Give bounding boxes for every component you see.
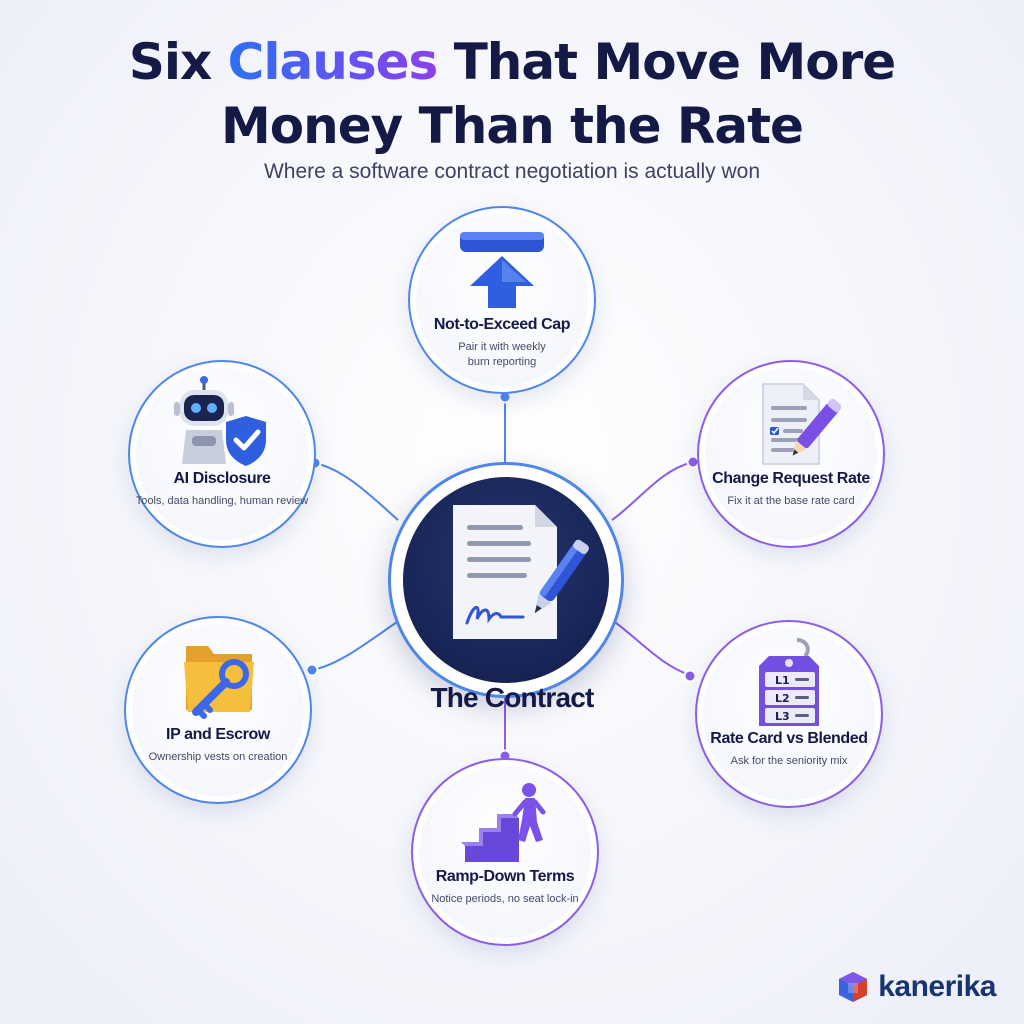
clause-description: Fix it at the base rate card	[727, 495, 855, 507]
signed-contract-with-pen-icon	[453, 505, 589, 639]
page-title: Six Clauses That Move More Money Than th…	[0, 30, 1024, 158]
link-dot-ip	[305, 663, 319, 677]
clause-label: IP and Escrow	[166, 726, 270, 743]
robot-shield-icon	[130, 376, 314, 472]
clause-change-request-rate: Change Request Rate Fix it at the base r…	[697, 360, 885, 548]
link-dot-rate	[683, 669, 697, 683]
link-change	[611, 461, 694, 521]
clause-description: Pair it with weekly burn reporting	[458, 341, 546, 368]
clause-label: Rate Card vs Blended	[710, 730, 868, 747]
center-contract-label: The Contract	[430, 682, 594, 713]
tag-level-2: L2	[775, 692, 790, 705]
tag-level-1: L1	[775, 674, 790, 687]
brand-logo[interactable]: kanerika	[836, 970, 996, 1004]
brand-name: kanerika	[878, 970, 996, 1003]
stairs-person-icon	[413, 774, 597, 870]
link-ai	[314, 462, 399, 521]
clause-label: Change Request Rate	[712, 470, 870, 487]
clause-description: Tools, data handling, human review	[135, 495, 309, 507]
center-contract-disc	[403, 477, 609, 683]
clause-description: Notice periods, no seat lock-in	[431, 893, 579, 905]
clause-label: AI Disclosure	[173, 470, 271, 487]
clause-not-to-exceed-cap: Not-to-Exceed Cap Pair it with weekly bu…	[408, 206, 596, 394]
tag-level-3: L3	[775, 710, 790, 723]
center-contract-node	[388, 462, 624, 698]
clause-ramp-down-terms: Ramp-Down Terms Notice periods, no seat …	[411, 758, 599, 946]
document-pencil-icon	[699, 376, 883, 472]
clause-description: Ownership vests on creation	[148, 751, 288, 763]
title-line-1: Six Clauses That Move More	[128, 33, 896, 91]
link-ip	[311, 619, 401, 671]
title-line-2: Money Than the Rate	[221, 97, 804, 155]
clause-rate-card-vs-blended: L1 L2 L3 Rate Card vs Blended Ask for th…	[695, 620, 883, 808]
clause-label: Not-to-Exceed Cap	[433, 316, 571, 333]
clause-ip-and-escrow: IP and Escrow Ownership vests on creatio…	[124, 616, 312, 804]
clause-label: Ramp-Down Terms	[435, 868, 575, 885]
link-rate	[611, 619, 691, 676]
rate-card-tag-icon: L1 L2 L3	[697, 636, 881, 732]
clause-description: Ask for the seniority mix	[730, 755, 848, 767]
kanerika-cube-logo-icon	[839, 972, 868, 1002]
page-subtitle: Where a software contract negotiation is…	[263, 160, 761, 183]
folder-key-icon	[126, 632, 310, 728]
cap-up-arrow-icon	[410, 222, 594, 318]
title-accent: Clauses	[227, 33, 439, 91]
clause-ai-disclosure: AI Disclosure Tools, data handling, huma…	[128, 360, 316, 548]
